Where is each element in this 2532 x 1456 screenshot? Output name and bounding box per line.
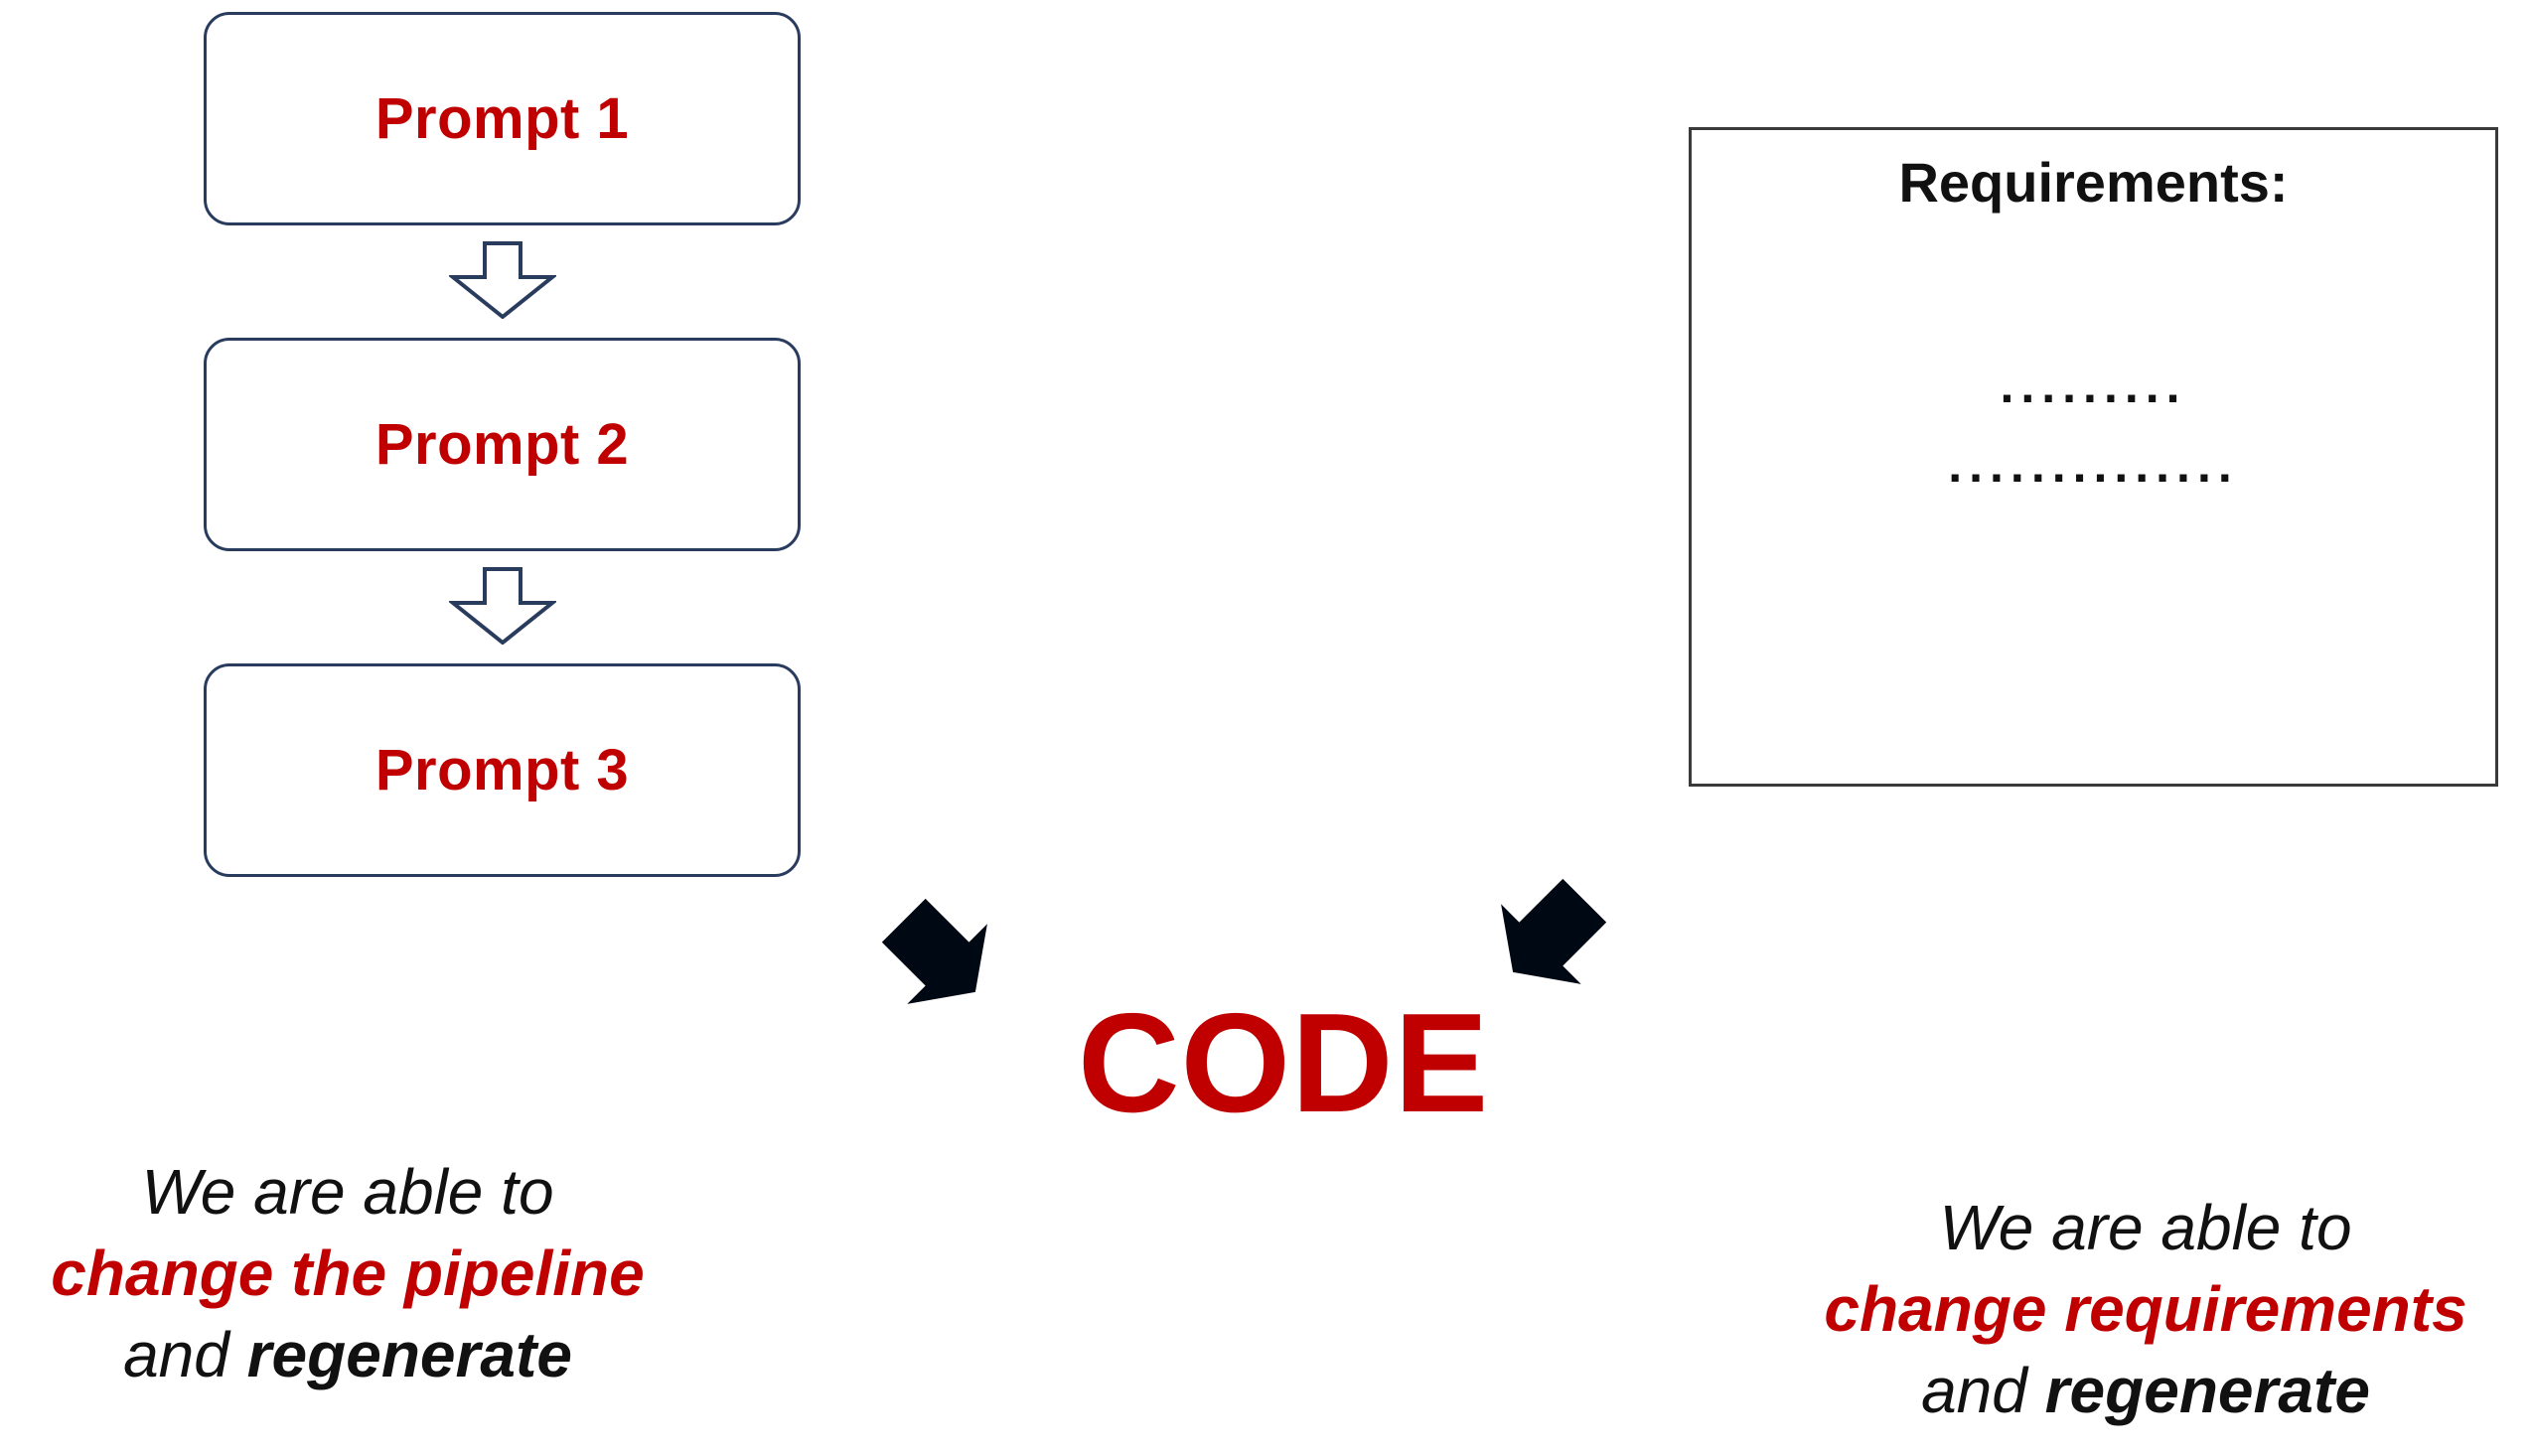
requirements-panel[interactable]: Requirements: ......... ..............	[1689, 127, 2498, 787]
caption-right-line-3-prefix: and	[1921, 1354, 2045, 1426]
down-arrow-outline-icon-2	[447, 567, 558, 646]
arrow-down-left-icon	[1477, 859, 1626, 1008]
caption-right: We are able to change requirements and r…	[1808, 1188, 2483, 1432]
caption-left: We are able to change the pipeline and r…	[30, 1152, 666, 1396]
caption-left-line-3-prefix: and	[123, 1318, 247, 1390]
caption-right-line-2: change requirements	[1824, 1272, 2467, 1345]
caption-right-line-1: We are able to	[1939, 1192, 2352, 1263]
code-output-label: CODE	[1078, 984, 1490, 1142]
requirements-title: Requirements:	[1898, 151, 2289, 214]
prompt-box-3[interactable]: Prompt 3	[204, 663, 801, 877]
caption-left-line-2: change the pipeline	[51, 1237, 645, 1309]
requirements-dots-line-1: .........	[2000, 358, 2187, 413]
prompt-box-3-label: Prompt 3	[374, 737, 630, 802]
caption-left-line-3: and regenerate	[30, 1315, 666, 1396]
prompt-box-2-label: Prompt 2	[374, 411, 630, 477]
prompt-box-1-label: Prompt 1	[374, 85, 630, 151]
prompt-box-2[interactable]: Prompt 2	[204, 338, 801, 551]
caption-right-line-3: and regenerate	[1808, 1351, 2483, 1432]
arrow-down-right-icon	[862, 879, 1011, 1028]
caption-left-line-3-emphasis: regenerate	[246, 1318, 572, 1390]
caption-left-line-1: We are able to	[141, 1156, 554, 1228]
caption-right-line-3-emphasis: regenerate	[2044, 1354, 2370, 1426]
requirements-dots-line-2: ..............	[1948, 437, 2239, 493]
down-arrow-outline-icon-1	[447, 241, 558, 320]
prompt-box-1[interactable]: Prompt 1	[204, 12, 801, 225]
